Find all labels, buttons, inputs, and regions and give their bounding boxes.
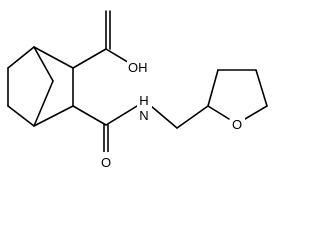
ring-oxygen-label-background bbox=[230, 114, 245, 131]
bond-methylene-to-ring-carbon bbox=[176, 105, 209, 129]
amide-nitrogen-label-background bbox=[137, 92, 152, 124]
amide-nitrogen-label: N bbox=[139, 108, 148, 123]
bond-ring-c5-to-ring-oxygen bbox=[244, 105, 268, 120]
carbonyl-oxygen-label-background bbox=[99, 152, 113, 169]
amide-hydrogen-label: H bbox=[139, 93, 148, 108]
bond-lines bbox=[7, 10, 268, 156]
bond-c3-to-amide-carbon bbox=[72, 105, 107, 126]
bond-c3-to-bridgehead-bottom bbox=[33, 105, 74, 127]
bond-bridgehead-top-to-bridge bbox=[33, 46, 54, 82]
hydroxyl-label: OH bbox=[128, 60, 148, 75]
bond-acid-carbon-to-hydroxyl bbox=[105, 48, 132, 65]
chemical-structure-diagram: OH O H N O bbox=[7, 10, 268, 170]
bond-ring-c2-to-ring-c3 bbox=[207, 69, 219, 107]
atom-labels: OH O H N O bbox=[99, 57, 245, 170]
bond-c2-to-acid-carbon bbox=[72, 48, 107, 69]
bond-c6-to-bridgehead-top bbox=[7, 46, 35, 69]
carbonyl-oxygen-label: O bbox=[101, 155, 111, 170]
bond-bridgehead-top-to-c2 bbox=[33, 46, 74, 69]
hydroxyl-label-background bbox=[127, 57, 155, 74]
bond-bridgehead-bottom-to-c5 bbox=[7, 105, 35, 127]
bond-bridge-to-bridgehead-bottom bbox=[33, 80, 54, 127]
bond-ring-c4-to-ring-c5 bbox=[255, 69, 268, 107]
ring-oxygen-label: O bbox=[232, 117, 242, 132]
bond-amide-carbon-to-nitrogen bbox=[105, 105, 138, 126]
bond-nitrogen-to-methylene bbox=[150, 105, 178, 129]
bond-ring-oxygen-to-ring-c2 bbox=[207, 105, 230, 120]
